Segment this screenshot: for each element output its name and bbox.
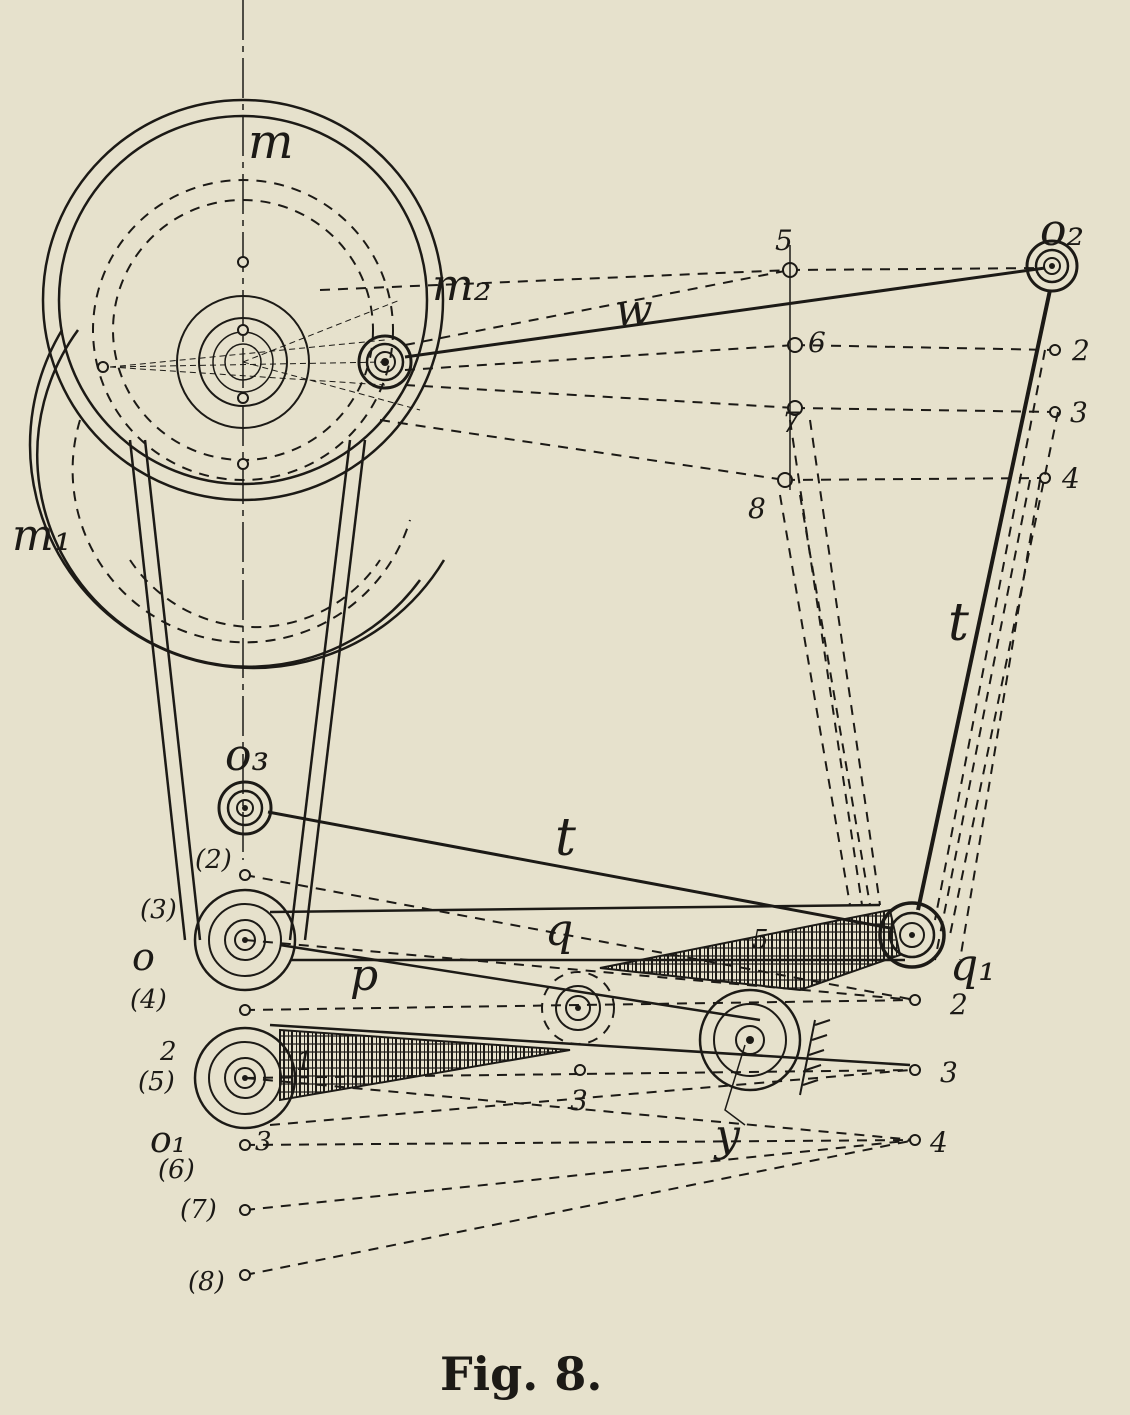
left-paren-7-label: (7) xyxy=(180,1195,217,1225)
lever-point-4-label: 4 xyxy=(929,1126,948,1159)
right-point-2-label: 2 xyxy=(1071,334,1090,367)
mid-point-3-label: 3 xyxy=(570,1084,588,1117)
left-plain-3-label: 3 xyxy=(255,1127,272,1157)
left-paren-8-label: (8) xyxy=(188,1267,225,1297)
lever-p xyxy=(269,943,911,1102)
crank-rays xyxy=(109,299,421,411)
lever-positions xyxy=(244,874,916,1276)
label-m1: m₁ xyxy=(12,510,71,561)
pivot-o1 xyxy=(193,1026,297,1130)
label-w: w xyxy=(615,285,653,336)
connecting-rod-w xyxy=(404,266,1046,359)
point-5-label: 5 xyxy=(775,224,793,257)
label-q: q xyxy=(545,905,573,956)
hatch-label-1: 1 xyxy=(296,1047,313,1077)
pivot-q1 xyxy=(878,901,946,969)
right-points xyxy=(1039,344,1061,484)
point-6-label: 6 xyxy=(808,326,826,359)
roller-y xyxy=(698,988,831,1126)
point-8-label: 8 xyxy=(748,492,766,525)
pivot-o xyxy=(193,888,297,992)
label-o2: o₂ xyxy=(1040,205,1084,256)
pivot-o2 xyxy=(1025,239,1079,293)
label-o3: o₃ xyxy=(225,730,269,781)
rocker-t-right xyxy=(916,289,1052,911)
left-paren-2-label: (2) xyxy=(195,845,232,875)
label-o1: o₁ xyxy=(150,1120,186,1161)
rod-t-lower xyxy=(267,810,891,930)
right-point-3-label: 3 xyxy=(1070,396,1088,429)
label-t-upper: t xyxy=(948,593,969,653)
label-q1: q₁ xyxy=(950,940,996,991)
left-paren-4-label: (4) xyxy=(130,985,167,1015)
crank-pin-m2 xyxy=(357,334,413,390)
left-points xyxy=(239,869,251,1281)
pivot-o3 xyxy=(217,780,273,836)
rod-w-positions xyxy=(319,267,1056,481)
lever-point-2-label: 2 xyxy=(949,988,968,1021)
label-p: p xyxy=(350,950,378,1001)
label-m: m xyxy=(248,114,294,170)
label-m2: m₂ xyxy=(432,260,491,311)
wheel-m xyxy=(41,98,445,502)
label-t-lower: t xyxy=(555,808,576,868)
right-point-4-label: 4 xyxy=(1061,462,1080,495)
hatch-label-5: 5 xyxy=(752,925,769,955)
left-plain-2-label: 2 xyxy=(159,1037,177,1067)
lever-point-3-label: 3 xyxy=(940,1056,958,1089)
label-y: y xyxy=(713,1110,741,1161)
lever-right-points xyxy=(574,994,921,1146)
lever-q xyxy=(269,903,905,992)
wheel-m1 xyxy=(28,329,446,670)
label-o: o xyxy=(132,935,155,979)
left-paren-5-label: (5) xyxy=(138,1067,175,1097)
rocker-t-positions xyxy=(779,349,1059,961)
left-paren-6-label: (6) xyxy=(158,1155,195,1185)
support-frame xyxy=(128,439,367,941)
upper-points xyxy=(777,245,803,490)
mid-roller xyxy=(541,971,615,1045)
figure-caption: Fig. 8. xyxy=(440,1347,602,1401)
left-paren-3-label: (3) xyxy=(140,895,177,925)
